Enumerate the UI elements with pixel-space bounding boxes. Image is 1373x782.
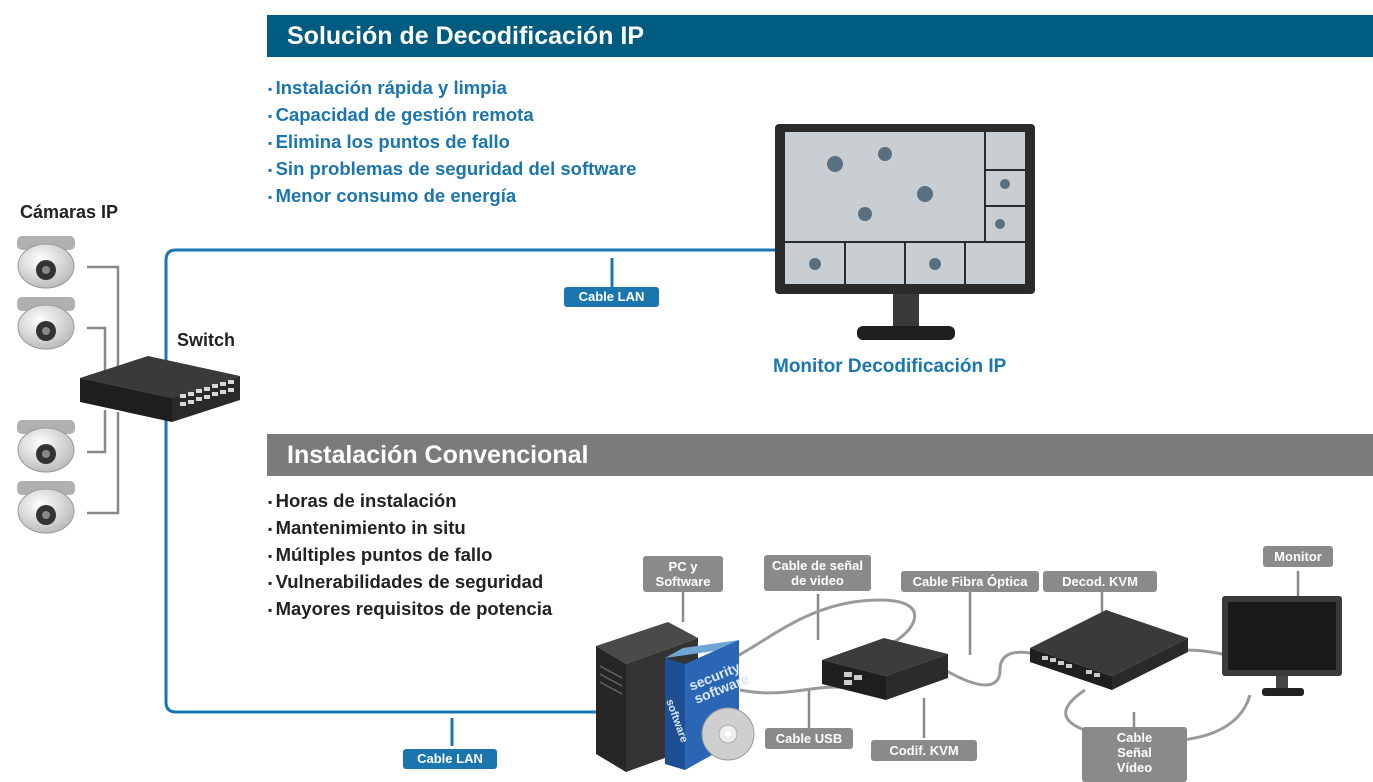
list-item: Mantenimiento in situ (268, 514, 552, 541)
usb-cable-tag: Cable USB (765, 728, 853, 749)
list-item: Sin problemas de seguridad del software (268, 155, 637, 182)
ip-cameras (17, 236, 75, 534)
list-item: Vulnerabilidades de seguridad (268, 568, 552, 595)
ip-decoding-monitor-icon (775, 124, 1035, 340)
cable-lan-tag: Cable LAN (403, 749, 497, 769)
list-item: Elimina los puntos de fallo (268, 128, 636, 155)
fiber-cable-tag: Cable Fibra Óptica (901, 571, 1039, 592)
kvm-encoder-tag: Codif. KVM (871, 740, 977, 761)
kvm-decoder-icon (1030, 610, 1188, 690)
conventional-banner: Instalación Convencional (267, 434, 1373, 476)
ip-monitor-label: Monitor Decodificación IP (773, 356, 1007, 377)
list-item: Instalación rápida y limpia (268, 74, 636, 101)
kvm-encoder-icon (822, 638, 948, 700)
cd-disc-icon (701, 707, 755, 761)
list-item: Múltiples puntos de fallo (268, 541, 552, 568)
monitor-icon (1222, 596, 1342, 696)
cameras-label: Cámaras IP (20, 202, 119, 222)
cable-lan-tag: Cable LAN (564, 287, 659, 307)
ip-solution-banner: Solución de Decodificación IP (267, 15, 1373, 57)
camera-icon (17, 297, 75, 350)
pc-software-tag: PC y Software (643, 556, 723, 592)
list-item: Menor consumo de energía (268, 182, 636, 209)
list-item: Mayores requisitos de potencia (268, 595, 553, 622)
ip-benefits-list: Instalación rápida y limpia Capacidad de… (268, 74, 637, 209)
conventional-drawbacks-list: Horas de instalación Mantenimiento in si… (268, 487, 553, 622)
list-item: Capacidad de gestión remota (268, 101, 636, 128)
camera-icon (17, 481, 75, 534)
switch-label: Switch (177, 330, 236, 350)
kvm-decoder-tag: Decod. KVM (1043, 571, 1157, 592)
monitor-tag: Monitor (1263, 546, 1333, 567)
list-item: Horas de instalación (268, 487, 552, 514)
video-signal-cable-tag: Cable Señal Vídeo (1082, 727, 1187, 782)
network-switch-icon (80, 356, 240, 422)
camera-icon (17, 420, 75, 473)
camera-icon (17, 236, 75, 289)
video-cable-tag: Cable de señal de video (764, 555, 871, 591)
